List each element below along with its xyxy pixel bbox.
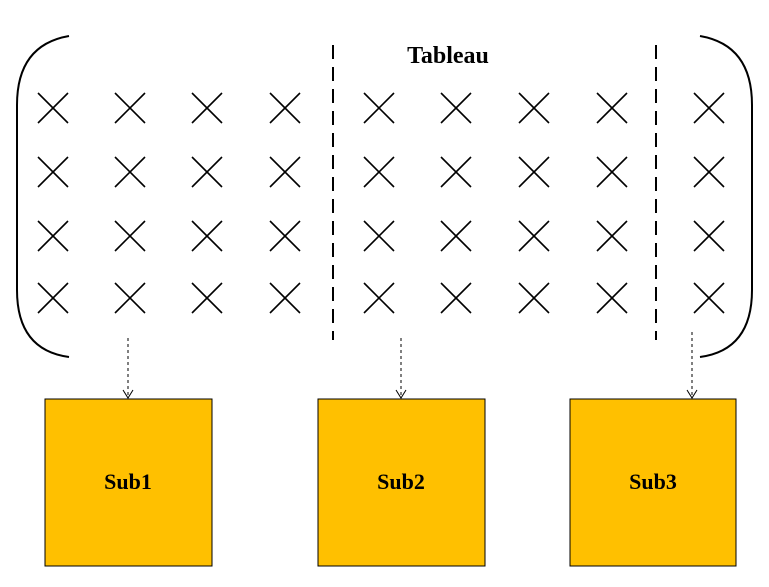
arrow-to-sub3	[686, 332, 698, 399]
cross-mark-g1-r2-c2	[114, 156, 146, 188]
cross-mark-g2-r3-c7	[518, 220, 550, 252]
tableau-title: Tableau	[407, 43, 489, 69]
sub1-block: Sub1	[44, 398, 213, 567]
tableau-cells	[37, 92, 725, 314]
sub2-block: Sub2	[317, 398, 486, 567]
cross-mark-g1-r3-c4	[269, 220, 301, 252]
cross-mark-g2-r4-c6	[440, 282, 472, 314]
cross-mark-g2-r3-c6	[440, 220, 472, 252]
arrow-to-sub1	[122, 338, 134, 399]
cross-mark-g1-r2-c3	[191, 156, 223, 188]
cross-mark-g1-r1-c3	[191, 92, 223, 124]
cross-mark-g2-r4-c7	[518, 282, 550, 314]
cross-mark-g2-r2-c6	[440, 156, 472, 188]
sub1-label: Sub1	[104, 469, 152, 494]
cross-mark-g1-r3-c1	[37, 220, 69, 252]
cross-mark-g2-r2-c5	[363, 156, 395, 188]
cross-mark-g3-r1-c9	[693, 92, 725, 124]
cross-mark-g1-r2-c4	[269, 156, 301, 188]
sub3-box	[569, 398, 737, 567]
cross-mark-g2-r4-c5	[363, 282, 395, 314]
cross-mark-g1-r3-c3	[191, 220, 223, 252]
left-bracket	[16, 35, 70, 358]
cross-mark-g1-r1-c1	[37, 92, 69, 124]
cross-mark-g2-r2-c8	[596, 156, 628, 188]
cross-mark-g3-r3-c9	[693, 220, 725, 252]
cross-mark-g1-r3-c2	[114, 220, 146, 252]
cross-mark-g2-r2-c7	[518, 156, 550, 188]
sub2-label: Sub2	[377, 469, 425, 494]
cross-mark-g1-r1-c2	[114, 92, 146, 124]
cross-mark-g1-r4-c3	[191, 282, 223, 314]
cross-mark-g1-r4-c2	[114, 282, 146, 314]
sub3-label: Sub3	[629, 469, 677, 494]
cross-mark-g2-r1-c7	[518, 92, 550, 124]
cross-mark-g1-r4-c4	[269, 282, 301, 314]
arrow-to-sub2	[395, 338, 407, 399]
cross-mark-g2-r3-c8	[596, 220, 628, 252]
cross-mark-g2-r1-c5	[363, 92, 395, 124]
cross-mark-g3-r4-c9	[693, 282, 725, 314]
right-bracket	[699, 35, 753, 358]
cross-mark-g2-r1-c6	[440, 92, 472, 124]
cross-mark-g1-r2-c1	[37, 156, 69, 188]
cross-mark-g3-r2-c9	[693, 156, 725, 188]
cross-mark-g2-r1-c8	[596, 92, 628, 124]
cross-mark-g2-r4-c8	[596, 282, 628, 314]
cross-mark-g1-r4-c1	[37, 282, 69, 314]
sub3-block: Sub3	[569, 398, 737, 567]
sub1-box	[44, 398, 213, 567]
cross-mark-g1-r1-c4	[269, 92, 301, 124]
cross-mark-g2-r3-c5	[363, 220, 395, 252]
sub2-box	[317, 398, 486, 567]
